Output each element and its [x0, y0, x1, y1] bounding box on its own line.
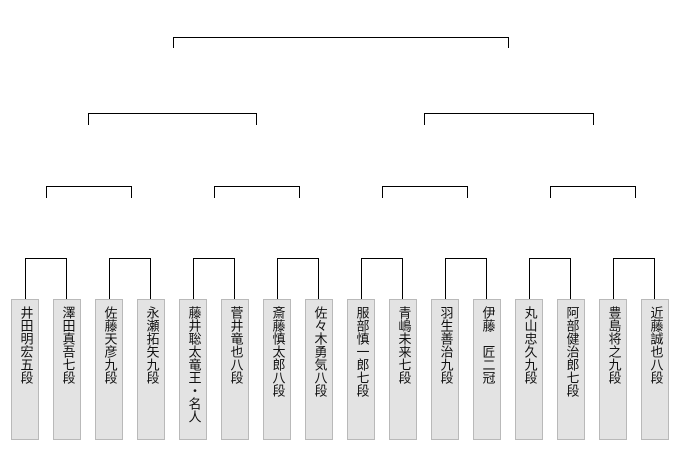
- player-box: 斎藤慎太郎八段: [263, 299, 291, 440]
- player-box: 佐々木勇気八段: [305, 299, 333, 440]
- player-box: 服部慎一郎七段: [347, 299, 375, 440]
- final-connector: [173, 37, 509, 48]
- player-name: 服部慎一郎七段: [353, 306, 369, 397]
- round1-match-3-connector: [193, 258, 235, 299]
- player-box: 伊藤 匠二冠: [473, 299, 501, 440]
- round1-match-1-connector: [25, 258, 67, 299]
- player-name: 近藤誠也八段: [647, 306, 663, 384]
- player-box: 阿部健治郎七段: [557, 299, 585, 440]
- player-name: 青嶋未来七段: [395, 306, 411, 384]
- round2-match-2-connector: [214, 186, 300, 198]
- player-box: 丸山忠久九段: [515, 299, 543, 440]
- player-box: 豊島将之九段: [599, 299, 627, 440]
- player-name: 丸山忠久九段: [521, 306, 537, 384]
- player-box: 羽生善治九段: [431, 299, 459, 440]
- player-name: 澤田真吾七段: [59, 306, 75, 384]
- player-name: 阿部健治郎七段: [563, 306, 579, 397]
- player-name: 藤井聡太竜王・名人: [185, 306, 201, 423]
- player-name: 伊藤 匠二冠: [479, 306, 495, 384]
- player-box: 藤井聡太竜王・名人: [179, 299, 207, 440]
- player-name: 永瀬拓矢九段: [143, 306, 159, 384]
- player-name: 羽生善治九段: [437, 306, 453, 384]
- round1-match-8-connector: [613, 258, 655, 299]
- player-name: 佐藤天彦九段: [101, 306, 117, 384]
- player-name: 菅井竜也八段: [227, 306, 243, 384]
- player-name: 佐々木勇気八段: [311, 306, 327, 397]
- player-box: 澤田真吾七段: [53, 299, 81, 440]
- player-name: 豊島将之九段: [605, 306, 621, 384]
- semifinal-2-connector: [424, 113, 594, 125]
- player-box: 近藤誠也八段: [641, 299, 669, 440]
- player-box: 井田明宏五段: [11, 299, 39, 440]
- round1-match-6-connector: [445, 258, 487, 299]
- round1-match-4-connector: [277, 258, 319, 299]
- player-box: 菅井竜也八段: [221, 299, 249, 440]
- player-name: 井田明宏五段: [17, 306, 33, 384]
- round1-match-2-connector: [109, 258, 151, 299]
- round1-match-5-connector: [361, 258, 403, 299]
- player-box: 永瀬拓矢九段: [137, 299, 165, 440]
- round2-match-1-connector: [46, 186, 132, 198]
- round2-match-3-connector: [382, 186, 468, 198]
- player-box: 佐藤天彦九段: [95, 299, 123, 440]
- player-name: 斎藤慎太郎八段: [269, 306, 285, 397]
- semifinal-1-connector: [88, 113, 257, 125]
- player-box: 青嶋未来七段: [389, 299, 417, 440]
- round2-match-4-connector: [550, 186, 636, 198]
- round1-match-7-connector: [529, 258, 571, 299]
